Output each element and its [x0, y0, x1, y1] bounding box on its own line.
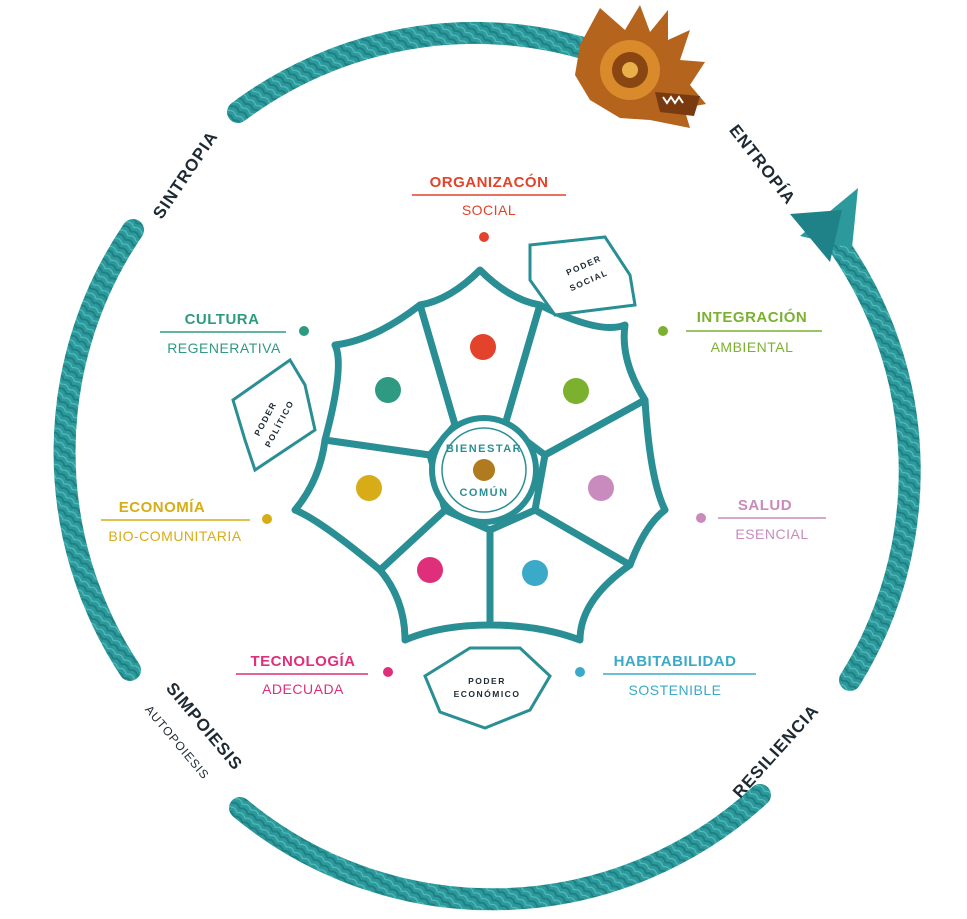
center-bienestar: BIENESTAR COMÚN [429, 415, 539, 525]
cycle-label-entropia: ENTROPÍA [725, 121, 799, 208]
svg-text:ESENCIAL: ESENCIAL [735, 526, 808, 542]
center-label-line2: COMÚN [459, 486, 508, 499]
svg-text:SOCIAL: SOCIAL [462, 202, 516, 218]
center-label-line1: BIENESTAR [446, 443, 522, 455]
dimension-integracion: INTEGRACIÓN AMBIENTAL [658, 308, 822, 355]
dimension-tecnologia: TECNOLOGÍA ADECUADA [236, 653, 393, 697]
dimension-habitabilidad: HABITABILIDAD SOSTENIBLE [575, 653, 756, 698]
power-economico: PODER ECONÓMICO [423, 646, 552, 730]
dot-habitabilidad [522, 560, 548, 586]
feathered-serpent-head-icon [575, 5, 706, 128]
svg-text:SOSTENIBLE: SOSTENIBLE [629, 682, 722, 698]
dot-tecnologia [417, 557, 443, 583]
serpent-arc-right [824, 229, 921, 691]
dimension-cultura: CULTURA REGENERATIVA [160, 311, 309, 356]
dot-salud [588, 475, 614, 501]
svg-text:SALUD: SALUD [738, 497, 792, 514]
serpent-body [53, 21, 921, 911]
serpent-tail-icon [790, 188, 858, 262]
svg-text:CULTURA: CULTURA [185, 311, 260, 328]
svg-text:ADECUADA: ADECUADA [262, 681, 344, 697]
petal-economia [291, 436, 449, 574]
svg-text:TECNOLOGÍA: TECNOLOGÍA [251, 653, 356, 670]
svg-text:PODER: PODER [468, 676, 506, 686]
serpent-arc-bottom [229, 784, 771, 911]
petal-habitabilidad [486, 506, 634, 644]
cycle-label-simpoiesis: SIMPOIESIS [162, 679, 246, 774]
power-social: PODER SOCIAL [528, 235, 637, 317]
serpent-arc-top [227, 21, 601, 123]
dot-economia [356, 475, 382, 501]
svg-text:REGENERATIVA: REGENERATIVA [167, 340, 281, 356]
center-dot [473, 459, 495, 481]
svg-text:HABITABILIDAD: HABITABILIDAD [614, 653, 737, 670]
serpent-arc-left [53, 219, 144, 681]
dot-cultura [375, 377, 401, 403]
svg-text:INTEGRACIÓN: INTEGRACIÓN [697, 308, 808, 326]
dimension-organizacion: ORGANIZACÓN SOCIAL [412, 173, 566, 242]
svg-text:ECONOMÍA: ECONOMÍA [119, 499, 206, 516]
power-politico: PODER POLÍTICO [231, 357, 317, 473]
cycle-label-sintropia: SINTROPIA [149, 128, 222, 223]
petal-dots [356, 334, 614, 586]
dot-organizacion [470, 334, 496, 360]
dimension-economia: ECONOMÍA BIO-COMUNITARIA [101, 499, 272, 544]
cycle-label-resiliencia: RESILIENCIA [729, 701, 823, 802]
dimension-salud: SALUD ESENCIAL [696, 497, 826, 542]
dot-integracion [563, 378, 589, 404]
svg-text:ORGANIZACÓN: ORGANIZACÓN [430, 173, 549, 191]
svg-text:ECONÓMICO: ECONÓMICO [454, 688, 521, 699]
svg-text:AMBIENTAL: AMBIENTAL [711, 339, 794, 355]
svg-text:BIO-COMUNITARIA: BIO-COMUNITARIA [108, 528, 241, 544]
